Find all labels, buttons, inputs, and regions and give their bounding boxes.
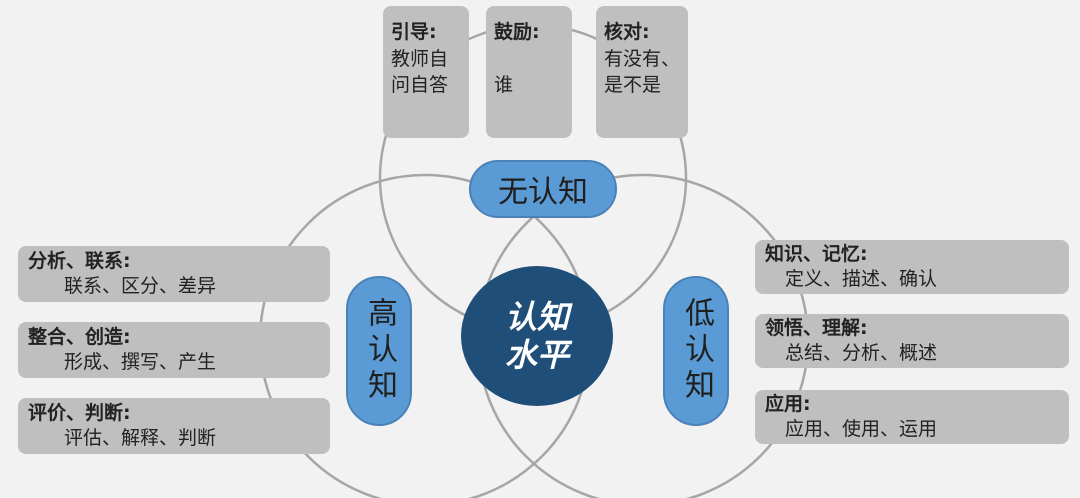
knowledge-body: 定义、描述、确认	[785, 268, 938, 290]
integrate-box: 整合、创造: 形成、撰写、产生	[18, 322, 330, 378]
guide-heading: 引导:	[391, 21, 437, 43]
center-line-1: 认知	[504, 298, 569, 336]
guide-box: 引导: 教师自问自答	[383, 6, 469, 138]
center-line-2: 水平	[504, 336, 569, 374]
encourage-box: 鼓励: 谁	[486, 6, 572, 138]
analysis-heading: 分析、联系:	[28, 250, 131, 272]
comprehension-body: 总结、分析、概述	[785, 342, 938, 364]
encourage-heading: 鼓励:	[494, 21, 540, 43]
encourage-body: 谁	[494, 74, 514, 96]
verify-heading: 核对:	[604, 21, 650, 43]
verify-box: 核对: 有没有、是不是	[596, 6, 688, 138]
integrate-heading: 整合、创造:	[28, 326, 131, 348]
knowledge-heading: 知识、记忆:	[765, 243, 868, 265]
evaluate-body: 评估、解释、判断	[64, 427, 217, 449]
guide-body: 教师自问自答	[391, 48, 449, 96]
integrate-body: 形成、撰写、产生	[64, 351, 217, 373]
low-cognition-label: 低认知	[663, 276, 729, 426]
application-box: 应用: 应用、使用、运用	[755, 390, 1069, 444]
high-cognition-label: 高认知	[346, 276, 412, 426]
comprehension-box: 领悟、理解: 总结、分析、概述	[755, 314, 1069, 368]
no-cognition-label: 无认知	[469, 160, 617, 218]
application-body: 应用、使用、运用	[785, 418, 938, 440]
knowledge-box: 知识、记忆: 定义、描述、确认	[755, 240, 1069, 294]
application-heading: 应用:	[765, 393, 811, 415]
evaluate-heading: 评价、判断:	[28, 402, 131, 424]
comprehension-heading: 领悟、理解:	[765, 317, 868, 339]
verify-body: 有没有、是不是	[604, 48, 681, 96]
cognition-level-center: 认知 水平	[461, 266, 613, 406]
analysis-box: 分析、联系: 联系、区分、差异	[18, 246, 330, 302]
evaluate-box: 评价、判断: 评估、解释、判断	[18, 398, 330, 454]
analysis-body: 联系、区分、差异	[64, 275, 217, 297]
